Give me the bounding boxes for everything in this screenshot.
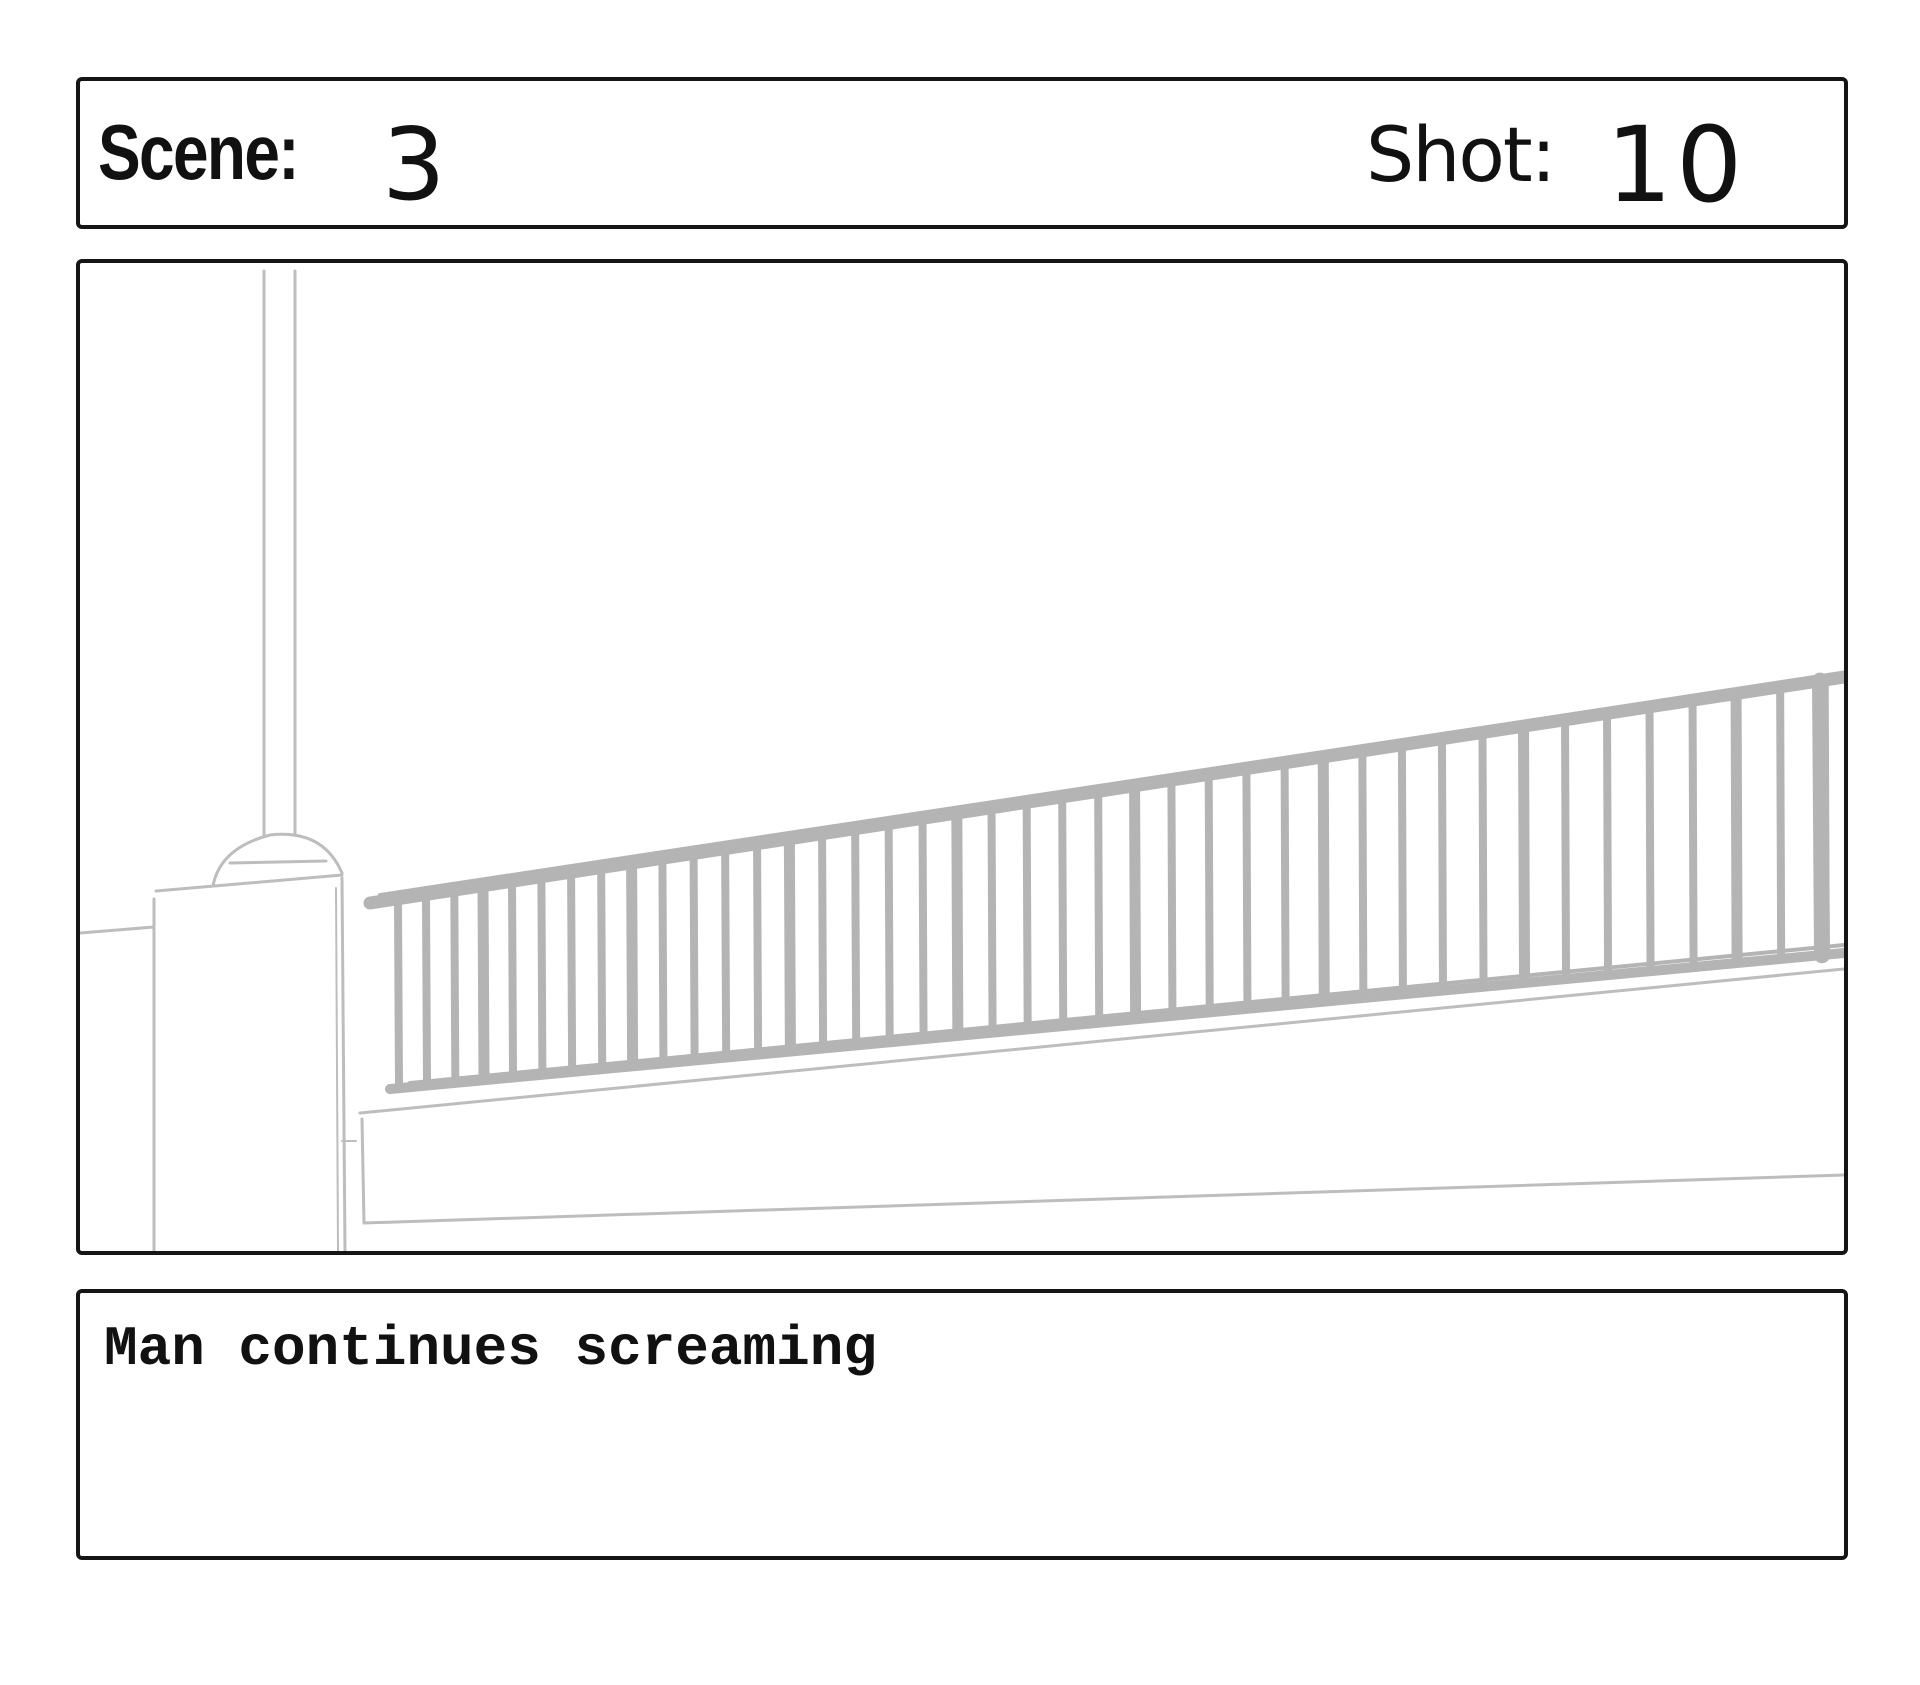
railing-baluster <box>721 850 731 1060</box>
deck-top-edge <box>358 967 1844 1115</box>
railing-baluster <box>508 883 518 1080</box>
deck-end-edge <box>360 1117 366 1225</box>
railing-baluster <box>1603 715 1613 978</box>
railing-baluster <box>1242 770 1252 1011</box>
railing-baluster <box>422 896 431 1088</box>
railing-baluster <box>918 820 928 1042</box>
railing-baluster <box>658 860 668 1066</box>
bridge-railing-sketch <box>80 269 1844 1251</box>
railing-baluster <box>1645 708 1655 974</box>
storyboard-frame <box>76 259 1848 1255</box>
lamp-post-dome <box>211 832 344 888</box>
lamp-post-base <box>228 859 328 865</box>
railing-baluster <box>987 809 997 1035</box>
railing-baluster <box>1129 786 1142 1023</box>
pillar-right-edge <box>340 876 347 1251</box>
railing-bottom-rail-sketch <box>408 943 1844 1085</box>
scene-label: Scene: <box>98 108 300 196</box>
deck-bottom-edge <box>362 1173 1844 1225</box>
railing-baluster <box>1397 746 1407 997</box>
railing-baluster <box>394 900 403 1091</box>
railing-top-rail <box>363 670 1844 910</box>
railing-baluster <box>450 892 460 1085</box>
pillar-top <box>154 873 344 893</box>
railing-baluster <box>1167 782 1177 1018</box>
shot-description: Man continues screaming <box>104 1317 877 1381</box>
railing-baluster <box>884 825 894 1045</box>
railing-baluster <box>537 878 547 1077</box>
railing-baluster <box>1561 721 1571 982</box>
railing-end-post <box>1812 672 1830 964</box>
railing-baluster <box>1437 740 1447 993</box>
railing-baluster <box>626 863 639 1070</box>
railing-baluster <box>1358 752 1368 1001</box>
railing-baluster <box>1688 702 1698 970</box>
railing-baluster <box>1022 804 1032 1032</box>
railing-top-rail-sketch <box>378 671 1844 897</box>
railing-baluster <box>783 839 796 1056</box>
pillar-inner-edge <box>335 887 339 1251</box>
railing-baluster <box>1058 798 1068 1029</box>
railing-baluster <box>477 886 490 1084</box>
railing-baluster <box>1518 726 1531 987</box>
railing-baluster <box>1280 764 1290 1008</box>
railing-baluster <box>1094 793 1104 1025</box>
ledge-left <box>80 925 156 935</box>
railing-baluster <box>951 813 964 1040</box>
railing-baluster <box>1730 694 1743 967</box>
railing-baluster <box>753 845 763 1057</box>
railing-baluster <box>1317 757 1330 1006</box>
railing-bottom-rail <box>385 948 1844 1094</box>
railing-baluster <box>689 855 699 1063</box>
railing-baluster <box>1204 776 1214 1015</box>
scene-number: 3 <box>382 106 446 223</box>
railing-baluster <box>567 874 577 1075</box>
railing-baluster <box>1478 734 1488 989</box>
railing-baluster <box>1776 688 1786 961</box>
scene-shot-header: Scene: 3 Shot: 10 <box>76 77 1848 229</box>
shot-label: Shot: <box>1366 110 1556 199</box>
caption-box: Man continues screaming <box>76 1289 1848 1560</box>
railing-baluster <box>851 830 861 1048</box>
railing-baluster <box>597 869 607 1072</box>
railing-baluster <box>818 835 828 1051</box>
shot-number: 10 <box>1606 104 1747 226</box>
